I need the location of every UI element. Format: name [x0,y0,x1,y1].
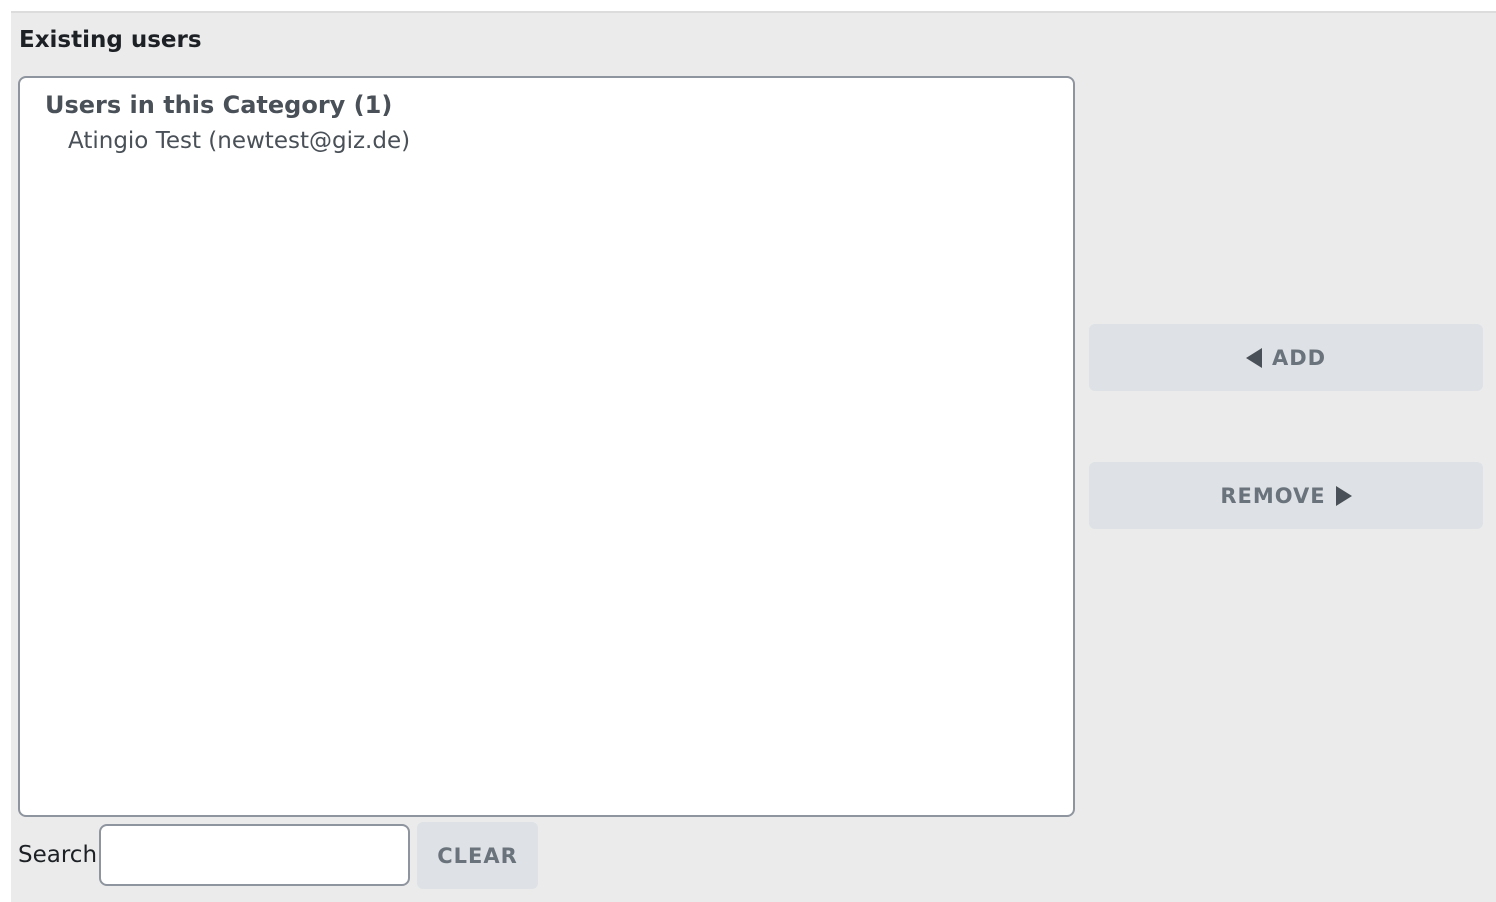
add-button-label: ADD [1271,345,1327,370]
clear-button[interactable]: CLEAR [417,822,538,889]
triangle-right-icon [1335,485,1352,506]
remove-button[interactable]: REMOVE [1089,462,1483,529]
optgroup-label: Users in this Category (1) [45,91,393,119]
remove-button-label: REMOVE [1220,483,1326,508]
section-title: Existing users [19,27,202,53]
existing-users-listbox[interactable]: Users in this Category (1) Atingio Test … [18,76,1075,817]
search-input[interactable] [99,824,410,886]
existing-users-panel: Existing users Users in this Category (1… [11,11,1496,902]
search-label: Search [18,842,98,868]
triangle-left-icon [1245,347,1262,368]
user-option[interactable]: Atingio Test (newtest@giz.de) [68,128,411,154]
add-button[interactable]: ADD [1089,324,1483,391]
